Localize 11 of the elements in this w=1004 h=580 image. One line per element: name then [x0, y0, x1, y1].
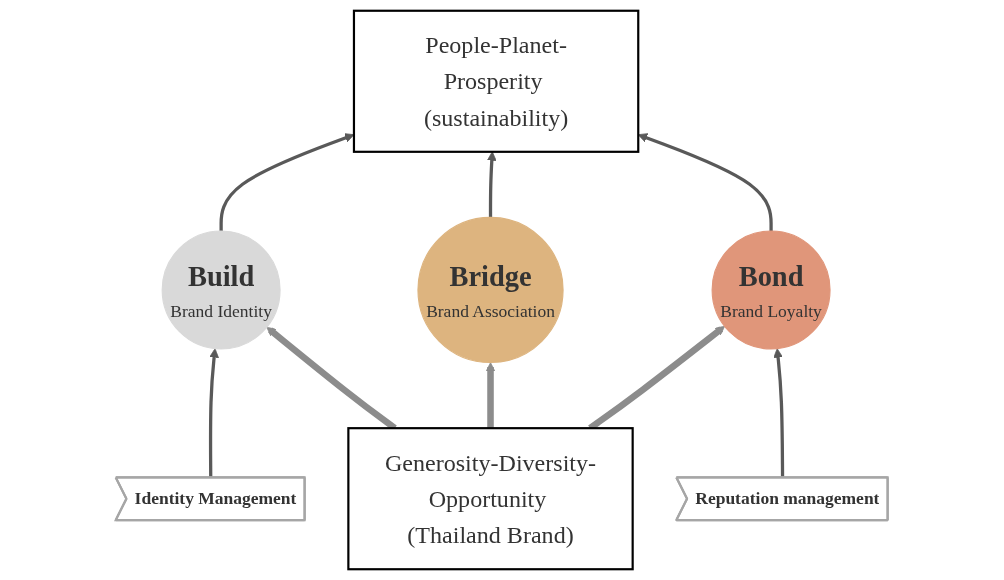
arrow — [219, 133, 355, 231]
node-circle: Bond Brand Loyalty — [711, 230, 831, 350]
node-circle: Bridge Brand Association — [417, 216, 564, 364]
arrow — [773, 348, 785, 478]
node-box: People-Planet-Prosperity (sustainability) — [353, 9, 640, 153]
arrow — [638, 133, 773, 231]
arrow — [486, 362, 496, 429]
node-box: Generosity-Diversity-Opportunity (Thailand Brand) — [347, 427, 635, 571]
arrow — [209, 348, 220, 478]
node-circle: Build Brand Identity — [161, 230, 281, 350]
arrow — [487, 151, 497, 218]
